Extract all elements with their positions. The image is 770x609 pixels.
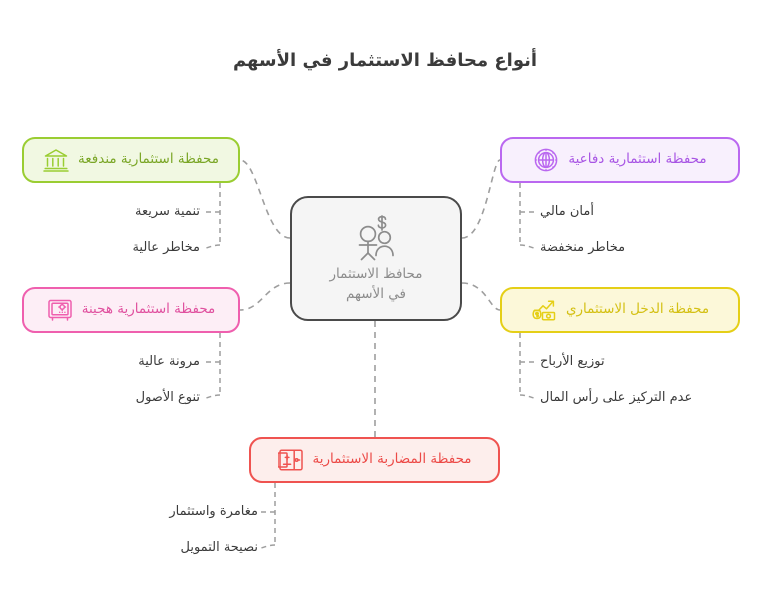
open-safe-icon xyxy=(277,449,303,471)
branch-node-hybrid[interactable]: محفظة استثمارية هجينة xyxy=(22,287,240,333)
people-with-money-icon xyxy=(358,215,394,261)
connector-center-to-hybrid xyxy=(239,282,291,311)
safe-vault-icon xyxy=(47,299,72,321)
bank-building-icon xyxy=(43,149,69,172)
branch-label-defensive: محفظة استثمارية دفاعية xyxy=(568,150,707,167)
connector-center-to-income xyxy=(461,282,501,311)
bracket-defensive-child-2 xyxy=(519,244,538,250)
money-growth-icon xyxy=(532,300,556,321)
branch-node-speculative[interactable]: محفظة المضاربة الاستثمارية xyxy=(249,437,500,483)
branch-label-aggressive: محفظة استثمارية مندفعة xyxy=(78,150,219,167)
sub-item-speculative-2: نصيحة التمويل xyxy=(180,540,259,555)
bracket-aggressive-child-2 xyxy=(202,244,221,250)
branch-node-defensive[interactable]: محفظة استثمارية دفاعية xyxy=(500,137,740,183)
connector-center-to-aggressive xyxy=(239,159,291,239)
branch-label-hybrid: محفظة استثمارية هجينة xyxy=(81,300,216,317)
sub-item-aggressive-2: مخاطر عالية xyxy=(132,240,200,255)
central-node-label: محافظ الاستثمار في الأسهم xyxy=(330,265,423,304)
sub-item-hybrid-2: تنوع الأصول xyxy=(135,390,200,405)
page-title: أنواع محافظ الاستثمار في الأسهم xyxy=(232,50,538,71)
central-node[interactable]: محافظ الاستثمار في الأسهم xyxy=(290,196,462,321)
branch-label-income: محفظة الدخل الاستثماري xyxy=(565,300,710,317)
central-node-line-1: محافظ الاستثمار xyxy=(329,265,423,282)
sub-item-income-2: عدم التركيز على رأس المال xyxy=(540,390,693,405)
sub-item-aggressive-1: تنمية سريعة xyxy=(134,204,200,219)
vault-door-icon xyxy=(535,148,558,172)
bracket-income-child-2 xyxy=(519,394,538,400)
branch-node-aggressive[interactable]: محفظة استثمارية مندفعة xyxy=(22,137,240,183)
sub-item-defensive-1: أمان مالي xyxy=(540,204,594,219)
bracket-speculative-child-2 xyxy=(257,544,276,550)
sub-item-speculative-1: مغامرة واستثمار xyxy=(169,504,258,519)
central-node-line-2: في الأسهم xyxy=(346,285,406,302)
sub-item-hybrid-1: مرونة عالية xyxy=(138,354,200,369)
branch-label-speculative: محفظة المضاربة الاستثمارية xyxy=(312,450,472,467)
sub-item-defensive-2: مخاطر منخفضة xyxy=(540,240,626,255)
bracket-hybrid-child-2 xyxy=(202,394,221,400)
branch-node-income[interactable]: محفظة الدخل الاستثماري xyxy=(500,287,740,333)
sub-item-income-1: توزيع الأرباح xyxy=(540,354,605,369)
connector-center-to-defensive xyxy=(461,159,501,239)
